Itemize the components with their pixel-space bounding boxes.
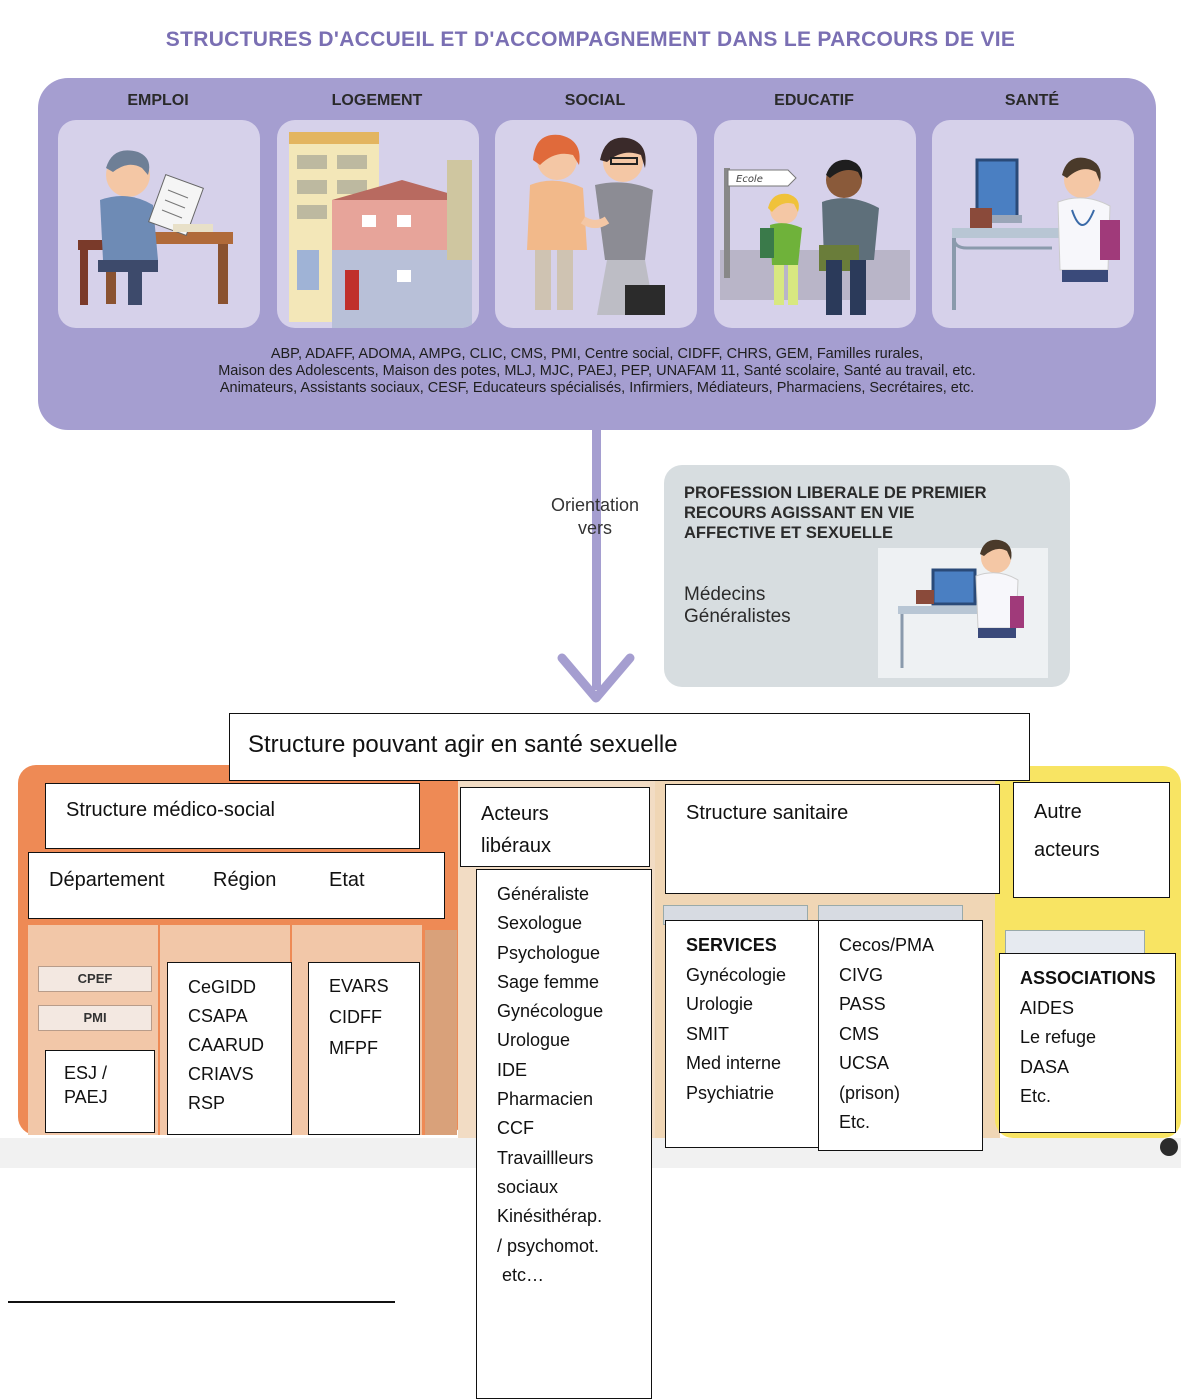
illustration-logement	[277, 120, 479, 328]
region-item: CSAPA	[188, 1006, 248, 1026]
sanitaire-title: Structure sanitaire	[665, 784, 1000, 894]
etat-item: CIDFF	[329, 1007, 382, 1027]
liberal-title-line: AFFECTIVE ET SEXUELLE	[684, 524, 894, 542]
organisations-line: Animateurs, Assistants sociaux, CESF, Ed…	[219, 380, 975, 396]
acteur-item: sociaux	[497, 1176, 559, 1197]
orientation-word: Orientation	[550, 495, 640, 515]
liberal-profession-subtitle: Médecins Généralistes	[684, 584, 884, 628]
building-side	[425, 930, 457, 1135]
acteurs-liberaux-list: Généraliste Sexologue Psychologue Sage f…	[476, 869, 652, 1399]
separator-line	[8, 1301, 395, 1303]
liberal-title-line: RECOURS AGISSANT EN VIE	[684, 504, 915, 522]
doctor-illustration	[878, 539, 1048, 678]
services-box: SERVICES Gynécologie Urologie SMIT Med i…	[665, 920, 820, 1148]
orientation-arrow-head	[557, 653, 635, 703]
pill-pmi: PMI	[38, 1005, 152, 1031]
etat-item: MFPF	[329, 1038, 378, 1058]
acteurs-title-line: Acteurs	[481, 803, 549, 825]
sanitaire-item: (prison)	[839, 1082, 901, 1103]
acteurs-liberaux-title: Acteurs libéraux	[460, 787, 650, 867]
autres-title-line: Autre	[1034, 801, 1082, 823]
service-item: Urologie	[686, 994, 754, 1014]
sanitaire-item: CIVG	[839, 964, 884, 985]
category-label-social: SOCIAL	[564, 92, 626, 109]
sanitaire-item: UCSA	[839, 1053, 890, 1073]
illustration-sante	[932, 120, 1134, 328]
region-item: CeGIDD	[188, 977, 257, 997]
acteur-item: Psychologue	[497, 942, 601, 963]
acteur-item: IDE	[497, 1059, 528, 1080]
liberal-subtitle-line: Généralistes	[684, 606, 791, 627]
sanitaire-item: CMS	[839, 1023, 879, 1044]
acteur-item: Urologue	[497, 1030, 571, 1051]
category-label-sante: SANTÉ	[1004, 92, 1060, 109]
region-item: CAARUD	[188, 1035, 265, 1055]
main-structure-box: Structure pouvant agir en santé sexuelle	[229, 713, 1030, 781]
departement-item: PAEJ	[64, 1087, 108, 1107]
category-label-logement: LOGEMENT	[331, 92, 423, 109]
acteur-item: Pharmacien	[497, 1089, 594, 1110]
services-title: SERVICES	[686, 935, 777, 955]
sanitaire-item: Cecos/PMA	[839, 935, 935, 955]
organisations-line: Maison des Adolescents, Maison des potes…	[218, 363, 976, 379]
acteur-item: Kinésithérap.	[497, 1206, 603, 1227]
region-item: RSP	[188, 1093, 226, 1113]
etat-item: EVARS	[329, 976, 389, 996]
level-departement: Département	[49, 869, 165, 891]
liberal-profession-title: PROFESSION LIBERALE DE PREMIER RECOURS A…	[684, 483, 1064, 543]
orientation-arrow-shaft	[592, 430, 601, 690]
acteur-item: Travaillleurs	[497, 1147, 594, 1168]
service-item: Psychiatrie	[686, 1082, 775, 1103]
acteur-item: Sexologue	[497, 913, 583, 934]
associations-title: ASSOCIATIONS	[1020, 968, 1156, 988]
etat-items-box: EVARS CIDFF MFPF	[308, 962, 420, 1135]
region-item: CRIAVS	[188, 1064, 254, 1084]
acteur-item: / psychomot.	[497, 1235, 600, 1256]
category-label-emploi: EMPLOI	[127, 92, 189, 109]
diagram-title: STRUCTURES D'ACCUEIL ET D'ACCOMPAGNEMENT…	[165, 28, 1016, 51]
acteurs-title-line: libéraux	[481, 835, 552, 857]
organisations-list: ABP, ADAFF, ADOMA, AMPG, CLIC, CMS, PMI,…	[40, 346, 1154, 397]
autres-title-line: acteurs	[1034, 839, 1100, 861]
association-item: Etc.	[1020, 1086, 1052, 1106]
orientation-word-vers: vers	[577, 518, 612, 538]
illustration-educatif: Ecole	[714, 120, 916, 328]
association-item: DASA	[1020, 1056, 1070, 1077]
association-item: Le refuge	[1020, 1027, 1097, 1047]
orientation-label: Orientation vers	[520, 494, 670, 540]
acteur-item: CCF	[497, 1118, 534, 1139]
organisations-line: ABP, ADAFF, ADOMA, AMPG, CLIC, CMS, PMI,…	[270, 346, 924, 362]
associations-box: ASSOCIATIONS AIDES Le refuge DASA Etc.	[999, 953, 1176, 1133]
autres-acteurs-title: Autre acteurs	[1013, 782, 1170, 898]
illustration-emploi	[58, 120, 260, 328]
departement-item: ESJ /	[64, 1063, 108, 1083]
liberal-title-line: PROFESSION LIBERALE DE PREMIER	[684, 484, 987, 502]
sanitaire-others-box: Cecos/PMA CIVG PASS CMS UCSA (prison) Et…	[818, 920, 983, 1151]
departement-items-box: ESJ / PAEJ	[45, 1050, 155, 1133]
level-region: Région	[213, 869, 277, 891]
pill-cpef: CPEF	[38, 966, 152, 992]
region-items-box: CeGIDD CSAPA CAARUD CRIAVS RSP	[167, 962, 292, 1135]
liberal-subtitle-line: Médecins	[684, 584, 766, 605]
acteur-item: etc…	[497, 1264, 545, 1285]
association-item: AIDES	[1020, 997, 1075, 1018]
service-item: Med interne	[686, 1053, 782, 1073]
acteur-item: Gynécologue	[497, 1001, 604, 1022]
category-label-educatif: EDUCATIF	[774, 92, 854, 109]
sanitaire-item: Etc.	[839, 1112, 871, 1132]
service-item: Gynécologie	[686, 964, 787, 985]
medico-social-title: Structure médico-social	[45, 783, 420, 849]
corner-logo-icon	[1160, 1138, 1178, 1156]
ecole-sign: Ecole	[736, 174, 763, 185]
illustration-social	[495, 120, 697, 328]
level-etat: Etat	[329, 869, 365, 891]
sanitaire-item: PASS	[839, 994, 886, 1014]
levels-box: Département Région Etat	[28, 852, 445, 919]
service-item: SMIT	[686, 1023, 729, 1044]
acteur-item: Sage femme	[497, 971, 600, 992]
acteur-item: Généraliste	[497, 884, 590, 904]
